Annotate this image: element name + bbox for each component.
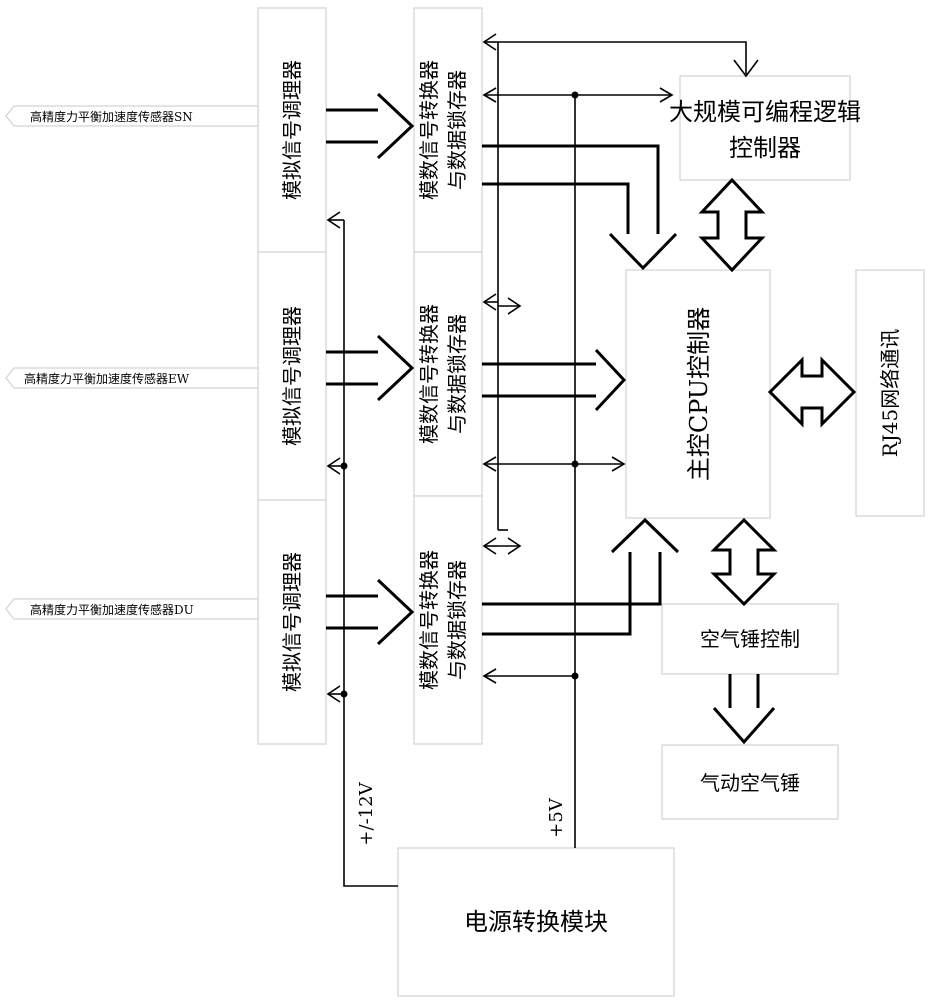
signal-conditioner-label-3: 模拟信号调理器 <box>280 552 304 692</box>
bus-arrow-conditioner-adc-2 <box>326 334 415 402</box>
adc-label-2-line2: 与数据锁存器 <box>445 314 469 434</box>
air-hammer-control-label: 空气锤控制 <box>700 627 800 651</box>
sensor-label-ew: 高精度力平衡加速度传感器EW <box>24 371 190 386</box>
signal-conditioner-label-1: 模拟信号调理器 <box>280 60 304 200</box>
bidir-arrow-cpu-rj45 <box>767 356 857 428</box>
cpu-controller-box <box>625 269 771 519</box>
air-hammer-control-box <box>661 603 839 675</box>
rj45-label: RJ45网络通讯 <box>878 329 902 458</box>
adc-label-2-line1: 模数信号转换器 <box>417 304 441 444</box>
sensor-tag-du <box>5 598 259 620</box>
bus-arrow-conditioner-adc-1 <box>326 92 415 160</box>
supply-rail-12v <box>326 211 398 887</box>
bidir-arrow-fpga-cpu <box>698 177 766 273</box>
control-bus-fpga-adc <box>482 33 759 555</box>
power-module-box <box>397 847 675 997</box>
adc-latch-box-3 <box>413 495 483 745</box>
bus-arrow-conditioner-adc-3 <box>326 578 415 646</box>
arrow-control-to-hammer <box>712 674 776 745</box>
adc-label-3-line2: 与数据锁存器 <box>445 560 469 680</box>
pneumatic-hammer-box <box>661 744 839 820</box>
power-module-label: 电源转换模块 <box>464 908 608 936</box>
signal-conditioner-box-1 <box>257 7 327 253</box>
sensor-label-du: 高精度力平衡加速度传感器DU <box>30 602 194 617</box>
adc-label-1-line2: 与数据锁存器 <box>445 70 469 190</box>
bus-arrow-adc1-cpu <box>482 144 678 271</box>
bus-arrow-adc2-cpu <box>482 348 627 412</box>
fpga-controller-box <box>679 75 851 181</box>
adc-label-3-line1: 模数信号转换器 <box>417 550 441 690</box>
supply-rail-5v <box>482 87 674 848</box>
fpga-label-line2: 控制器 <box>729 134 801 162</box>
rj45-comm-box <box>855 269 925 517</box>
adc-latch-box-2 <box>413 251 483 497</box>
signal-conditioner-box-3 <box>257 499 327 745</box>
voltage-label-12v: +/-12V <box>356 781 377 845</box>
adc-label-1-line1: 模数信号转换器 <box>417 60 441 200</box>
bus-arrow-adc3-cpu <box>482 517 680 636</box>
signal-conditioner-label-2: 模拟信号调理器 <box>280 306 304 446</box>
sensor-tag-ew <box>5 367 259 389</box>
adc-latch-box-1 <box>413 7 483 253</box>
bidir-arrow-cpu-airhammer <box>710 517 778 607</box>
pneumatic-hammer-label: 气动空气锤 <box>700 771 800 795</box>
sensor-label-sn: 高精度力平衡加速度传感器SN <box>30 109 193 124</box>
fpga-label-line1: 大规模可编程逻辑 <box>669 98 861 126</box>
signal-conditioner-box-2 <box>257 251 327 501</box>
cpu-label: 主控CPU控制器 <box>685 307 713 481</box>
sensor-tag-sn <box>5 105 259 127</box>
voltage-label-5v: +5V <box>546 797 567 838</box>
